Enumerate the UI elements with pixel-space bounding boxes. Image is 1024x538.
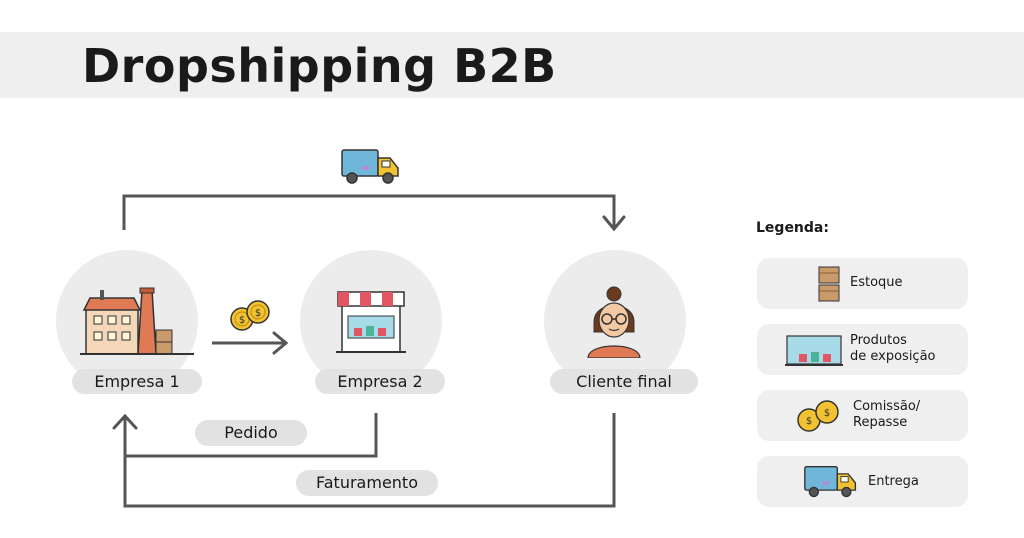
delivery-arrowhead (602, 215, 626, 232)
svg-text:$: $ (824, 408, 830, 419)
empresa2-label: Empresa 2 (315, 369, 445, 394)
pedido-arrowhead (112, 413, 138, 430)
coins-icon: $ $ (797, 400, 839, 432)
cliente-label: Cliente final (550, 369, 698, 394)
legend-item-comissao: $ $ Comissão/Repasse (757, 390, 968, 441)
legend-label-entrega: Entrega (868, 474, 919, 489)
svg-text:$: $ (806, 416, 812, 427)
delivery-flow-line (122, 194, 616, 230)
faturamento-label: Faturamento (296, 470, 438, 496)
pedido-label: Pedido (195, 420, 307, 446)
factory-icon (80, 287, 194, 355)
legend-title: Legenda: (756, 220, 829, 236)
legend-item-entrega: Entrega (757, 456, 968, 507)
empresa1-label: Empresa 1 (72, 369, 202, 394)
coins-icon: $ $ (230, 300, 270, 331)
legend-label-estoque: Estoque (850, 275, 903, 290)
title-band (0, 32, 1024, 98)
boxes-icon (818, 266, 840, 302)
svg-text:$: $ (239, 315, 245, 326)
pedido-flow-line (123, 413, 378, 458)
truck-icon (804, 465, 857, 498)
legend-item-estoque: Estoque (757, 258, 968, 309)
display-case-icon (785, 335, 843, 366)
faturamento-flow-line (123, 413, 616, 508)
svg-text:$: $ (255, 308, 261, 319)
commission-arrowhead (272, 331, 289, 355)
page-title: Dropshipping B2B (82, 39, 557, 93)
truck-icon (341, 149, 399, 184)
customer-avatar-icon (587, 286, 641, 358)
legend-label-comissao: Comissão/Repasse (853, 399, 921, 430)
storefront-icon (336, 291, 406, 353)
